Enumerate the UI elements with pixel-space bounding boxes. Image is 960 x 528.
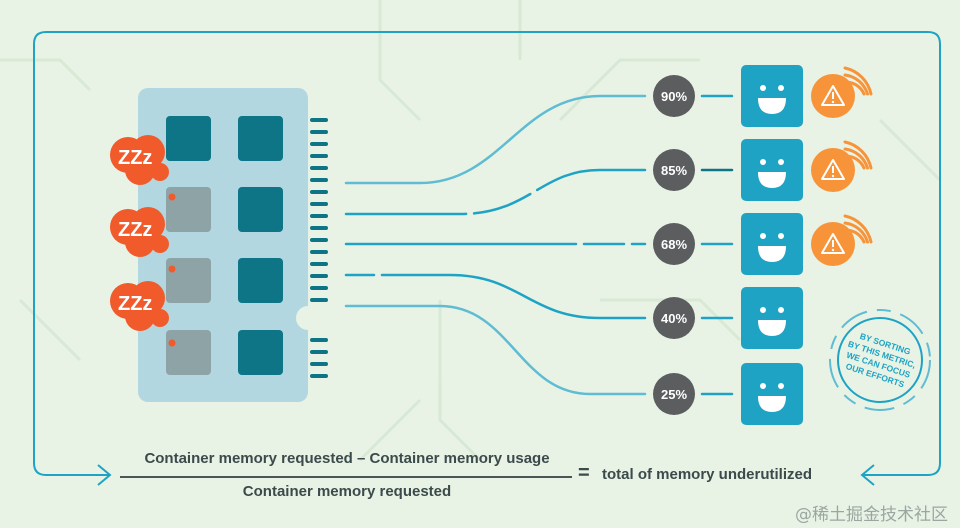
memory-module <box>138 88 328 402</box>
formula-denominator: Container memory requested <box>242 483 452 500</box>
percent-label: 40% <box>661 311 687 326</box>
sleep-badge: ZZz <box>110 281 176 347</box>
warning-alert-icon <box>811 214 873 266</box>
memory-chip-active <box>238 330 283 375</box>
module-pins <box>310 118 328 378</box>
sleep-label: ZZz <box>118 293 152 315</box>
formula-equals: = <box>578 462 590 484</box>
connector-line-90 <box>344 94 647 185</box>
signal-wave-icon <box>843 228 866 244</box>
sleep-badge: ZZz <box>110 207 176 273</box>
warning-alert-icon <box>811 140 873 192</box>
percent-label: 90% <box>661 89 687 104</box>
sleep-label: ZZz <box>118 219 152 241</box>
signal-wave-icon <box>843 73 869 96</box>
percent-badge <box>653 149 695 191</box>
signal-wave-icon <box>843 80 866 96</box>
memory-chip-idle <box>166 187 211 232</box>
formula-numerator: Container memory requested – Container m… <box>144 450 550 467</box>
circuit-background <box>0 0 942 462</box>
signal-wave-icon <box>843 214 873 244</box>
memory-chip-idle <box>166 258 211 303</box>
fraction-bar <box>120 476 572 478</box>
memory-chip-idle <box>166 330 211 375</box>
feedback-loop-frame <box>33 31 941 476</box>
percent-badge <box>653 75 695 117</box>
smiley-face-icon <box>741 65 803 127</box>
percent-badge <box>653 373 695 415</box>
connector-lines <box>344 94 734 396</box>
metric-row: 85% <box>653 139 873 201</box>
arrow-right-icon <box>97 464 112 486</box>
connector-line-85 <box>344 168 647 216</box>
smiley-face-icon <box>741 213 803 275</box>
metric-row: 68% <box>653 213 873 275</box>
memory-chip-active <box>238 187 283 232</box>
connector-line-40 <box>344 273 647 320</box>
sleep-label: ZZz <box>118 147 152 169</box>
signal-wave-icon <box>843 154 866 170</box>
signal-wave-icon <box>843 147 869 170</box>
signal-wave-icon <box>843 140 873 170</box>
smiley-face-icon <box>741 139 803 201</box>
percent-label: 85% <box>661 163 687 178</box>
metric-row: 90% <box>653 65 873 127</box>
smiley-face-icon <box>741 287 803 349</box>
watermark: @稀土掘金技术社区 <box>795 505 948 525</box>
percent-label: 68% <box>661 237 687 252</box>
memory-chip-active <box>238 116 283 161</box>
metric-row: 40% <box>653 287 803 349</box>
signal-wave-icon <box>843 221 869 244</box>
arrow-left-icon <box>860 464 875 486</box>
formula-result: total of memory underutilized <box>602 466 813 483</box>
percent-label: 25% <box>661 387 687 402</box>
percent-badge <box>653 223 695 265</box>
warning-alert-icon <box>811 66 873 118</box>
signal-wave-icon <box>843 66 873 96</box>
sleep-badge: ZZz <box>110 135 176 201</box>
metric-row: 25% <box>653 363 803 425</box>
smiley-face-icon <box>741 363 803 425</box>
memory-chip-active <box>238 258 283 303</box>
memory-chip-active <box>166 116 211 161</box>
connector-line-25 <box>344 304 647 396</box>
percent-badge <box>653 297 695 339</box>
